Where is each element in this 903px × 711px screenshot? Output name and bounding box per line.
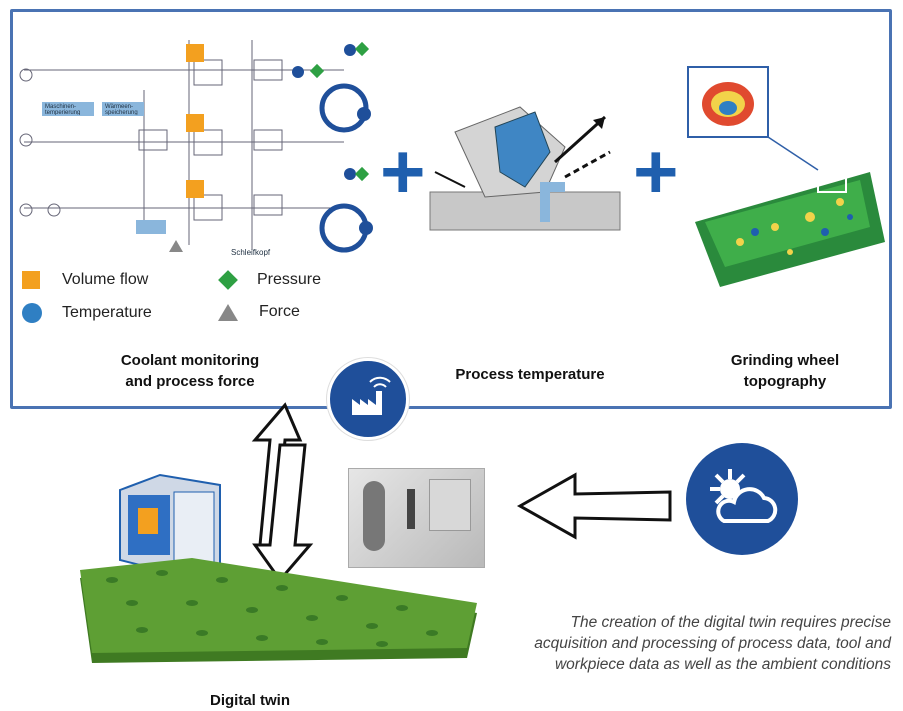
factory-wifi-icon [327,358,409,440]
force-triangle-icon [218,303,238,321]
sensor-overview-frame [10,9,892,409]
caption-digital-twin: Digital twin [210,692,290,709]
description-note: The creation of the digital twin require… [534,614,891,673]
legend-force: Force [218,303,300,321]
grinding-wheel-topography-illustration [687,66,885,287]
schematic-label-cooling: Maschinen-temperierung [45,104,81,115]
legend-volume-flow: Volume flow [22,271,148,289]
machine-photo [348,468,485,568]
pressure-diamond-icon [218,270,238,290]
schematic-label-storage: Wärmeen-speicherung [105,104,138,115]
coolant-schematic [19,40,373,253]
caption-grinding-wheel-topography: Grinding wheel topography [730,352,840,390]
temperature-circle-icon [22,303,42,323]
bidirectional-arrow-icon [251,402,314,583]
caption-coolant-monitoring: Coolant monitoring and process force [120,352,260,390]
schematic-label-head: Schleifkopf [231,248,271,257]
legend-temperature: Temperature [22,303,152,323]
plus-icon-right: + [633,127,679,215]
plus-icon-left: + [380,127,426,215]
volume-flow-square-icon [22,271,40,289]
machine-tool-illustration [119,473,221,577]
weather-sun-cloud-icon [686,443,798,555]
process-temperature-illustration [429,106,621,231]
caption-process-temperature: Process temperature [455,366,605,383]
legend-pressure: Pressure [218,270,321,290]
left-arrow-icon [516,472,672,540]
digital-twin-illustration [80,558,477,663]
